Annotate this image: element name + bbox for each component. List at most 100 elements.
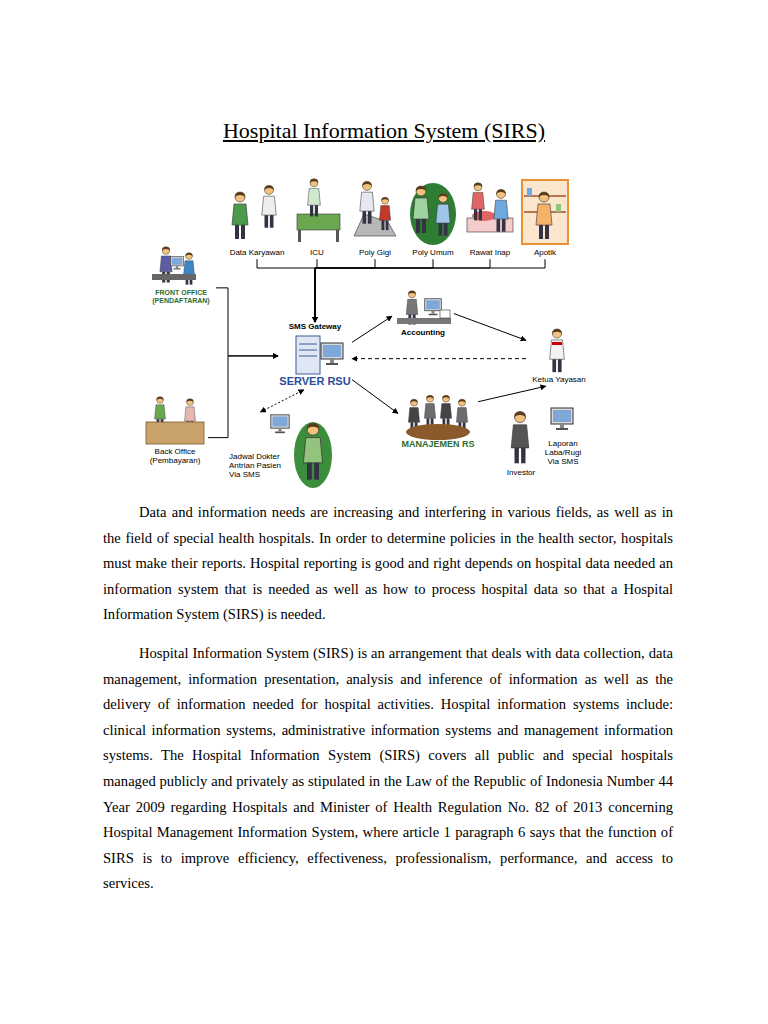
pharmacy-icon — [522, 180, 568, 244]
node-label: Rawat Inap — [464, 248, 516, 257]
node-label: Apotik — [521, 248, 569, 257]
node-label: Jadwal Dokter Antrian Pasien Via SMS — [229, 452, 291, 480]
node-label: Laporan Laba/Rugi Via SMS — [542, 439, 584, 467]
node-label: ICU — [293, 248, 341, 257]
node-label: Accounting — [393, 328, 453, 337]
report-icon — [551, 408, 573, 430]
inpatient-icon — [467, 183, 513, 232]
node-label: SMS Gateway — [279, 322, 351, 331]
chairman-icon — [552, 342, 562, 345]
connector — [315, 259, 490, 322]
page-title: Hospital Information System (SIRS) — [223, 118, 545, 143]
server-node: SMS GatewaySERVER RSU — [278, 322, 352, 390]
server-icon — [299, 350, 317, 351]
server-icon — [299, 344, 317, 345]
staff-icon — [232, 185, 276, 239]
node-label: Poly Umum — [407, 248, 459, 257]
inpatient-icon — [472, 183, 485, 221]
icu-icon — [298, 230, 301, 242]
connector — [478, 386, 546, 402]
chairman-icon — [550, 329, 565, 372]
node-label: Data Karyawan — [227, 248, 287, 257]
icu-icon — [308, 179, 321, 217]
connector — [260, 390, 304, 412]
connector — [315, 259, 545, 322]
schedule-icon — [271, 415, 332, 488]
icu-icon — [336, 230, 339, 242]
icu-icon — [297, 179, 340, 242]
office-node: FRONT OFFICE (PENDAFTARAN) — [146, 243, 216, 307]
clinic-icon — [436, 193, 450, 235]
investor-node: Investor — [502, 408, 540, 479]
pharmacy-icon — [522, 180, 568, 244]
back-office-icon — [146, 422, 204, 444]
server-icon — [299, 356, 317, 357]
staff-icon — [232, 192, 248, 239]
connector — [454, 314, 526, 341]
back-office-icon — [146, 397, 204, 444]
icu-icon — [297, 214, 340, 230]
management-icon — [406, 424, 470, 440]
department-node: Poly Umum — [406, 178, 460, 259]
front-office-icon — [152, 274, 196, 280]
report-icon — [551, 408, 573, 430]
node-label: Investor — [503, 468, 539, 477]
investor-icon — [511, 412, 529, 464]
connector — [315, 259, 433, 322]
department-node: ICU — [292, 178, 342, 259]
dental-icon — [360, 181, 374, 223]
connector — [315, 259, 375, 322]
pharmacy-icon — [527, 188, 532, 196]
schedule-node: Jadwal Dokter Antrian Pasien Via SMS — [228, 412, 336, 482]
front-office-icon — [152, 247, 196, 285]
server-icon — [296, 336, 343, 374]
investor-icon — [511, 412, 529, 464]
accounting-icon — [397, 291, 451, 325]
node-label: Poly Gigi — [351, 248, 399, 257]
management-icon — [424, 395, 435, 428]
connector — [257, 259, 315, 322]
pharmacy-icon — [536, 192, 552, 239]
management-icon — [440, 395, 451, 428]
accounting-icon — [397, 318, 451, 324]
schedule-icon — [303, 423, 322, 479]
office-node: Back Office (Pembayaran) — [142, 393, 208, 467]
dental-icon — [379, 197, 390, 230]
chairman-icon — [550, 329, 565, 372]
server-icon — [296, 336, 320, 374]
inpatient-icon — [494, 189, 508, 231]
accounting-icon — [440, 310, 450, 318]
connector — [352, 380, 398, 414]
report-node: Laporan Laba/Rugi Via SMS — [541, 405, 585, 469]
management-icon — [406, 395, 470, 440]
pharmacy-icon — [556, 204, 561, 212]
node-label: Back Office (Pembayaran) — [143, 447, 207, 465]
clinic-icon — [410, 183, 456, 245]
clinic-icon — [410, 183, 456, 245]
connector — [352, 316, 392, 342]
accounting-node: Accounting — [392, 288, 454, 339]
body-paragraph: Hospital Information System (SIRS) is an… — [103, 641, 673, 897]
dental-icon — [354, 181, 396, 236]
chairman-node: Ketua Yayasan — [526, 325, 592, 386]
node-label: Ketua Yayasan — [527, 375, 591, 384]
front-office-icon — [171, 257, 184, 270]
connector — [216, 288, 278, 356]
node-label: MANAJEMEN RS — [399, 439, 477, 449]
accounting-icon — [425, 299, 442, 316]
department-node: Rawat Inap — [463, 178, 517, 259]
schedule-icon — [294, 422, 332, 488]
schedule-icon — [271, 415, 289, 433]
management-node: MANAJEMEN RS — [398, 393, 478, 451]
department-node: Poly Gigi — [350, 178, 400, 259]
connector — [352, 358, 526, 359]
department-node: Apotik — [520, 178, 570, 259]
clinic-icon — [413, 186, 429, 233]
server-icon — [321, 343, 343, 365]
staff-icon — [262, 185, 276, 227]
connector — [208, 356, 278, 438]
node-label: FRONT OFFICE (PENDAFTARAN) — [147, 289, 215, 305]
department-node: Data Karyawan — [226, 178, 288, 259]
body-paragraph: Data and information needs are increasin… — [103, 500, 673, 628]
node-label: SERVER RSU — [279, 375, 351, 388]
